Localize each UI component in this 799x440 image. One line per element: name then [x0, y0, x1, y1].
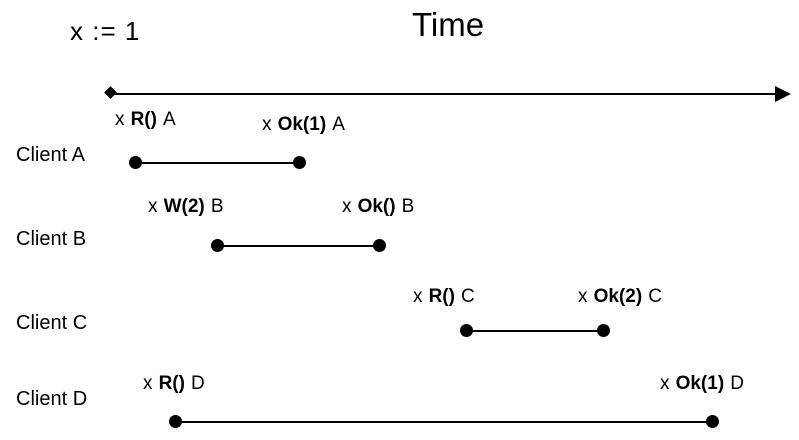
interval-start-dot	[129, 156, 142, 169]
interval-end-dot	[706, 415, 719, 428]
interval-end-dot	[373, 239, 386, 252]
op-name: W(2)	[163, 196, 205, 217]
client-d-label: Client D	[16, 388, 88, 410]
client-c-label: Client C	[16, 312, 88, 334]
op-suffix: B	[401, 196, 415, 217]
op-name: Ok(1)	[675, 373, 725, 394]
interval-start-dot	[211, 239, 224, 252]
op-name: Ok(2)	[593, 286, 643, 307]
op-prefix: x	[143, 373, 153, 394]
arrowhead-icon	[775, 86, 791, 102]
op-suffix: A	[163, 109, 176, 130]
client-b-response-label: x Ok() B	[342, 196, 414, 218]
interval-start-dot	[169, 415, 182, 428]
op-prefix: x	[262, 114, 272, 135]
op-name: R()	[130, 109, 157, 130]
client-a-label: Client A	[16, 144, 85, 166]
op-suffix: A	[332, 114, 345, 135]
op-prefix: x	[342, 196, 352, 217]
op-name: R()	[428, 286, 455, 307]
client-a-invocation-label: x R() A	[115, 109, 176, 131]
interval-end-dot	[597, 324, 610, 337]
client-a-interval	[129, 156, 306, 169]
op-prefix: x	[660, 373, 670, 394]
initial-state-label: x := 1	[70, 16, 141, 46]
op-prefix: x	[413, 286, 423, 307]
client-b-invocation-label: x W(2) B	[148, 196, 224, 218]
diamond-icon	[104, 86, 117, 99]
op-prefix: x	[578, 286, 588, 307]
client-d-invocation-label: x R() D	[143, 373, 205, 395]
op-name: Ok()	[357, 196, 396, 217]
op-suffix: D	[191, 373, 205, 394]
client-c-interval	[460, 324, 610, 337]
client-a-response-label: x Ok(1) A	[262, 114, 345, 136]
op-suffix: B	[210, 196, 224, 217]
client-b-interval	[211, 239, 386, 252]
client-b-label: Client B	[16, 228, 87, 250]
op-prefix: x	[148, 196, 158, 217]
op-name: Ok(1)	[277, 114, 327, 135]
timeline-arrow	[104, 86, 791, 102]
client-d-interval	[169, 415, 719, 428]
client-c-invocation-label: x R() C	[413, 286, 475, 308]
client-c-response-label: x Ok(2) C	[578, 286, 662, 308]
op-name: R()	[158, 373, 185, 394]
op-suffix: C	[648, 286, 662, 307]
op-prefix: x	[115, 109, 125, 130]
interval-end-dot	[293, 156, 306, 169]
client-d-response-label: x Ok(1) D	[660, 373, 744, 395]
interval-start-dot	[460, 324, 473, 337]
op-suffix: D	[730, 373, 744, 394]
timeline-title: Time	[412, 6, 485, 43]
op-suffix: C	[461, 286, 475, 307]
